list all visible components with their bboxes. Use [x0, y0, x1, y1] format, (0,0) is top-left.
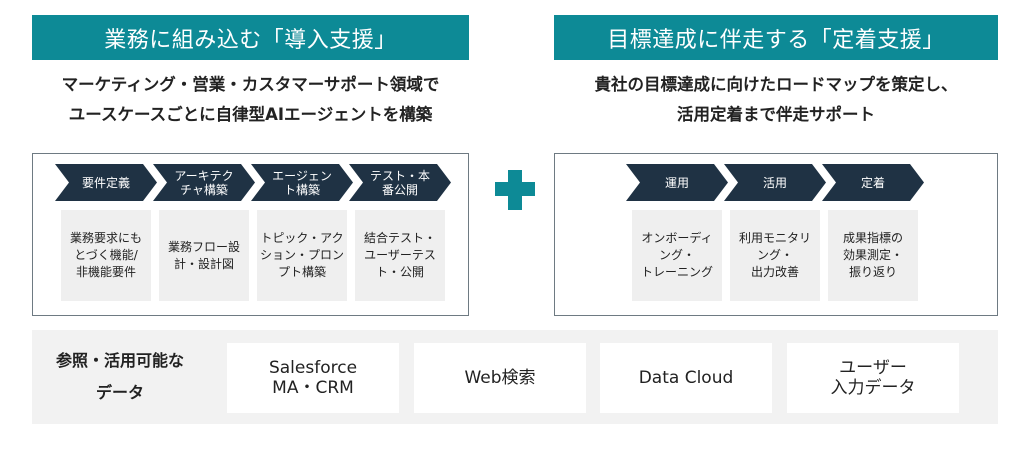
- left-subtitle: マーケティング・営業・カスタマーサポート領域で ユースケースごとに自律型AIエー…: [32, 70, 469, 130]
- left-section-title: 業務に組み込む「導入支援」: [32, 15, 469, 60]
- process-step-chevron: アーキテク チャ構築: [153, 164, 255, 201]
- chevron-arrow-icon: [55, 164, 157, 201]
- process-step-label: 活用: [762, 175, 787, 190]
- left-subtitle-line-1: マーケティング・営業・カスタマーサポート領域で: [61, 75, 440, 94]
- chevron-arrow-icon: [822, 164, 924, 201]
- process-step-label: 運用: [664, 175, 689, 190]
- process-step-chevron: 活用: [724, 164, 826, 201]
- process-step-label: テスト・本 番公開: [369, 168, 430, 197]
- process-step-chevron: 運用: [626, 164, 728, 201]
- process-step-chevron: テスト・本 番公開: [349, 164, 451, 201]
- chevron-arrow-icon: [724, 164, 826, 201]
- chevron-arrow-icon: [349, 164, 451, 201]
- data-source-data-cloud: Data Cloud: [600, 343, 772, 413]
- chevron-arrow-icon: [626, 164, 728, 201]
- chevron-arrow-icon: [251, 164, 353, 201]
- process-step-detail-card: 業務フロー設 計・設計図: [159, 210, 249, 301]
- process-step-label: 要件定義: [81, 175, 130, 190]
- process-step-label: アーキテク チャ構築: [174, 168, 234, 197]
- process-step-chevron: 要件定義: [55, 164, 157, 201]
- data-source-salesforce: Salesforce MA・CRM: [227, 343, 399, 413]
- left-subtitle-line-2: ユースケースごとに自律型AIエージェントを構築: [68, 105, 433, 124]
- right-subtitle-line-2: 活用定着まで伴走サポート: [677, 105, 875, 124]
- process-step-detail-card: 利用モニタリ ング・ 出力改善: [730, 210, 820, 301]
- process-step-detail-card: オンボーディ ング・ トレーニング: [632, 210, 722, 301]
- process-step-detail-card: トピック・アク ション・プロン プト構築: [257, 210, 347, 301]
- process-step-detail-card: 成果指標の 効果測定・ 振り返り: [828, 210, 918, 301]
- right-subtitle-line-1: 貴社の目標達成に向けたロードマップを策定し、: [594, 75, 958, 94]
- data-sources-label-line-1: 参照・活用可能な: [55, 351, 184, 370]
- data-sources-label: 参照・活用可能な データ: [50, 345, 190, 409]
- process-step-label: エージェン ト構築: [272, 168, 332, 197]
- process-step-chevron: 定着: [822, 164, 924, 201]
- data-source-web-search: Web検索: [414, 343, 586, 413]
- data-sources-label-line-2: データ: [95, 383, 144, 402]
- right-subtitle: 貴社の目標達成に向けたロードマップを策定し、 活用定着まで伴走サポート: [554, 70, 998, 130]
- process-step-label: 定着: [860, 175, 885, 190]
- process-step-chevron: エージェン ト構築: [251, 164, 353, 201]
- process-step-detail-card: 結合テスト・ ユーザーテス ト・公開: [355, 210, 445, 301]
- data-source-user-input: ユーザー 入力データ: [787, 343, 959, 413]
- plus-icon: [495, 170, 535, 210]
- process-step-detail-card: 業務要求にも とづく機能/ 非機能要件: [61, 210, 151, 301]
- chevron-arrow-icon: [153, 164, 255, 201]
- right-section-title: 目標達成に伴走する「定着支援」: [554, 15, 998, 60]
